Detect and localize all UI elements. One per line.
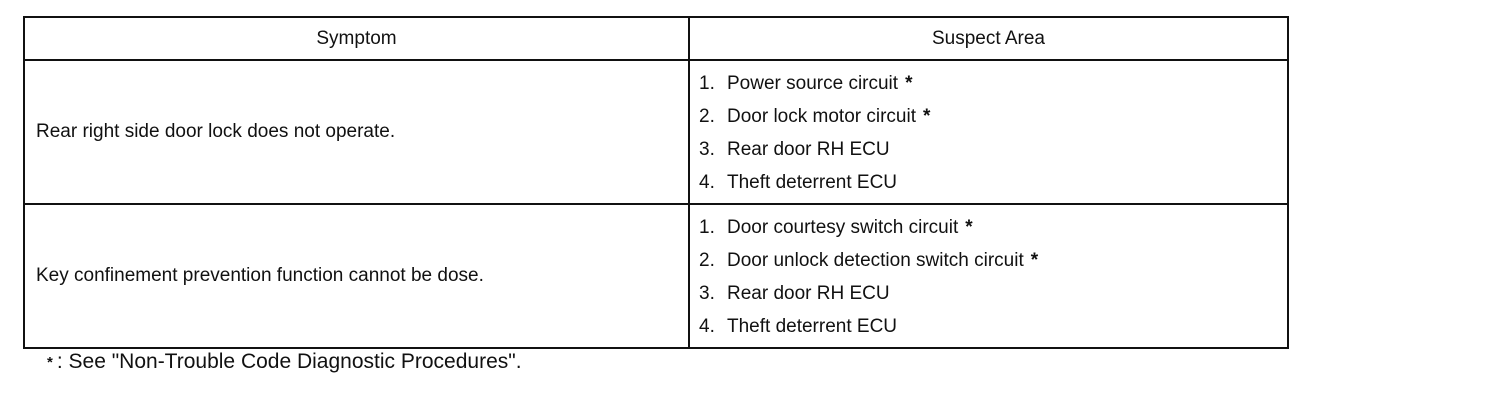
list-item: 2. Door lock motor circuit * [699, 100, 1287, 133]
table-row: Rear right side door lock does not opera… [23, 59, 1289, 205]
list-item: 4. Theft deterrent ECU [699, 310, 1287, 343]
suspect-area-cell: 1. Door courtesy switch circuit * 2. Door u… [688, 203, 1289, 349]
footnote: *: See "Non-Trouble Code Diagnostic Proc… [47, 350, 522, 374]
list-item: 3. Rear door RH ECU [699, 133, 1287, 166]
item-text: Rear door RH ECU [727, 139, 890, 160]
list-item: 2. Door unlock detection switch circuit * [699, 244, 1287, 277]
item-number: 2. [699, 250, 715, 271]
item-number: 2. [699, 106, 715, 127]
suspect-area-header: Suspect Area [688, 16, 1289, 61]
item-text: Power source circuit [727, 73, 899, 94]
footnote-text: : See "Non-Trouble Code Diagnostic Proce… [56, 350, 522, 373]
item-text: Theft deterrent ECU [727, 172, 898, 193]
diagnostic-table: Symptom Suspect Area Rear right side doo… [23, 16, 1289, 349]
asterisk-mark: * [905, 73, 913, 94]
item-text: Rear door RH ECU [727, 283, 890, 304]
item-number: 4. [699, 316, 715, 337]
asterisk-mark: * [1030, 250, 1039, 271]
suspect-area-cell: 1. Power source circuit * 2. Door lock moto… [688, 59, 1289, 205]
list-item: 4. Theft deterrent ECU [699, 166, 1287, 199]
suspect-area-list: 1. Door courtesy switch circuit * 2. Door u… [699, 211, 1287, 343]
table-header-row: Symptom Suspect Area [23, 16, 1289, 61]
item-number: 3. [699, 283, 715, 304]
asterisk-mark: * [923, 106, 931, 127]
list-item: 1. Door courtesy switch circuit * [699, 211, 1287, 244]
item-number: 1. [699, 217, 715, 238]
item-number: 3. [699, 139, 715, 160]
symptom-cell: Rear right side door lock does not opera… [23, 59, 690, 205]
item-text: Door courtesy switch circuit [727, 217, 959, 238]
list-item: 1. Power source circuit * [699, 67, 1287, 100]
symptom-header: Symptom [23, 16, 690, 61]
list-item: 3. Rear door RH ECU [699, 277, 1287, 310]
table-row: Key confinement prevention function cann… [23, 203, 1289, 349]
suspect-area-list: 1. Power source circuit * 2. Door lock moto… [699, 67, 1287, 199]
asterisk-mark: * [965, 217, 973, 238]
symptom-cell: Key confinement prevention function cann… [23, 203, 690, 349]
item-number: 4. [699, 172, 715, 193]
item-text: Theft deterrent ECU [727, 316, 898, 337]
footnote-asterisk: * [47, 354, 53, 371]
item-number: 1. [699, 73, 715, 94]
item-text: Door unlock detection switch circuit [727, 250, 1024, 271]
item-text: Door lock motor circuit [727, 106, 916, 127]
